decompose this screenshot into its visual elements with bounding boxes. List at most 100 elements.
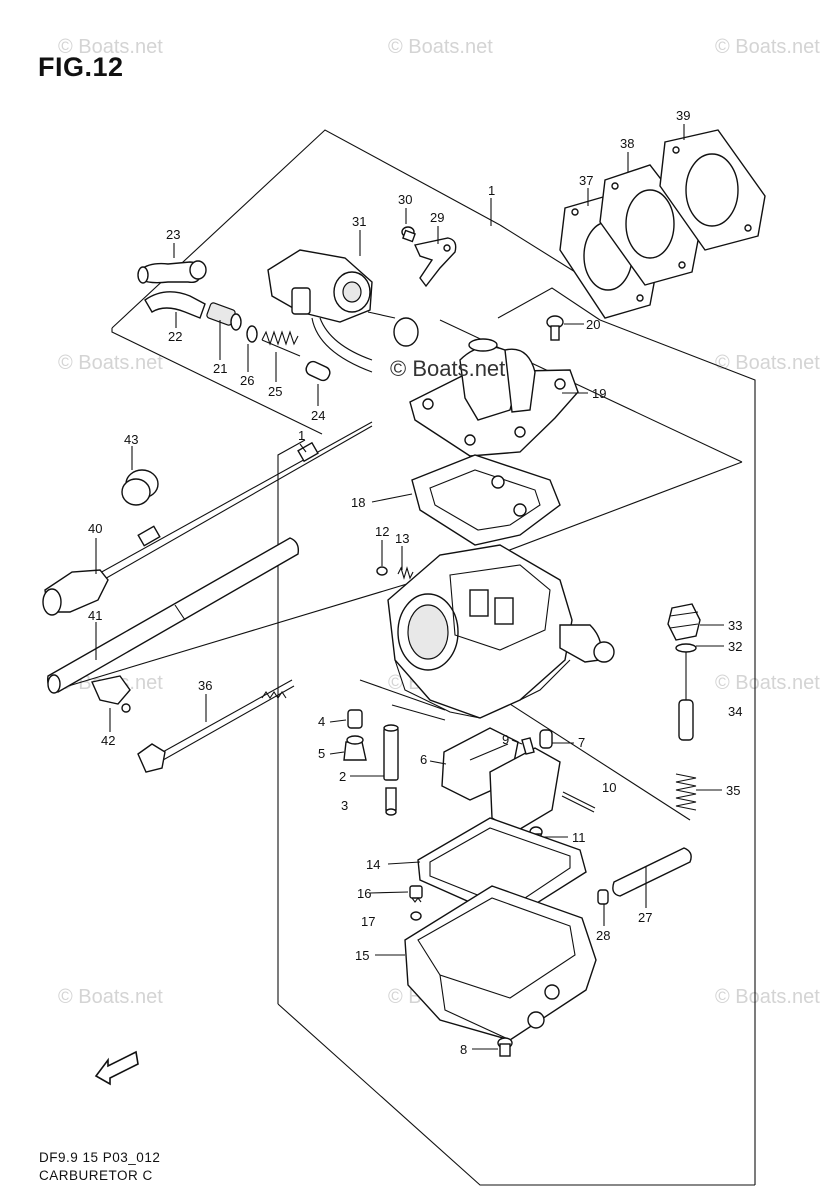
watermark: © Boats.net [58,986,163,1008]
part-gasket-39 [659,129,766,251]
part-float-6 [441,727,561,833]
callout-7: 7 [578,735,585,750]
part-cap-28 [597,889,609,905]
part-screw-12 [376,566,388,576]
watermark: © Boats.net [58,352,163,374]
callout-39: 39 [676,108,690,123]
callout-19: 19 [592,386,606,401]
callout-31: 31 [352,214,366,229]
figure-title: FIG.12 [38,52,124,82]
callout-1: 1 [488,183,495,198]
part-spring-35 [675,773,697,811]
callout-35: 35 [726,783,740,798]
part-hose-22 [144,291,206,319]
callout-16: 16 [357,886,371,901]
part-oring [393,317,419,347]
callout-30: 30 [398,192,412,207]
callout-22: 22 [168,329,182,344]
part-bracket-29 [414,237,457,288]
boundary-line [497,287,601,321]
callout-25: 25 [268,384,282,399]
watermark: © Boats.net [715,986,820,1008]
boundary-line [111,328,323,435]
leader-lines [95,124,724,1050]
callout-24: 24 [311,408,325,423]
callout-labels: 1 1 2 3 4 5 6 7 8 9 10 11 12 13 14 15 16… [88,108,742,1057]
part-spring-25 [261,330,301,357]
part-solenoid-31 [267,249,396,373]
callout-10: 10 [602,780,616,795]
callout-14: 14 [366,857,380,872]
forward-arrow-icon [94,1050,139,1086]
callout-37: 37 [579,173,593,188]
callout-17: 17 [361,914,375,929]
part-tube-27 [612,847,692,897]
part-float-bowl-15 [404,885,597,1041]
callout-28: 28 [596,928,610,943]
boundary-line [277,1003,755,1186]
part-oring-17 [410,911,422,921]
part-needle-7 [539,729,553,749]
part-fitting-21 [206,302,242,331]
part-cover-19 [409,338,579,457]
callout-32: 32 [728,639,742,654]
boundary-line [499,224,581,276]
part-pin-10 [562,791,596,809]
part-jet-5 [343,735,367,761]
watermark: © Boats.net [388,36,493,58]
callout-40: 40 [88,521,102,536]
callout-29: 29 [430,210,444,225]
watermark: © Boats.net [58,36,163,58]
callout-27: 27 [638,910,652,925]
part-screw-16 [409,885,423,903]
callout-6: 6 [420,752,427,767]
part-needle-9 [521,737,535,755]
part-choke-rod-40 [42,421,373,616]
part-pin-10 [561,795,595,813]
part-screw-8 [497,1037,513,1057]
callout-38: 38 [620,136,634,151]
boundary-line [391,704,446,721]
callout-5: 5 [318,746,325,761]
boundary-line [359,679,446,711]
callout-41: 41 [88,608,102,623]
callout-43: 43 [124,432,138,447]
callout-21: 21 [213,361,227,376]
part-screw-20 [546,315,564,341]
part-gasket-38 [599,164,701,286]
boundary-line [431,187,501,226]
part-oring-26 [246,325,258,343]
boundary-line [54,564,471,691]
callout-18: 18 [351,495,365,510]
callout-8: 8 [460,1042,467,1057]
callout-36: 36 [198,678,212,693]
footer-code: DF9.9 15 P03_012 [39,1150,161,1165]
callout-11: 11 [572,830,586,845]
callout-3: 3 [341,798,348,813]
boundary-line [277,439,306,1004]
callout-12: 12 [375,524,389,539]
watermark: © Boats.net [715,672,820,694]
part-pump-boot-33 [667,603,701,641]
callout-2: 2 [339,769,346,784]
watermark: © Boats.net [715,352,820,374]
callout-33: 33 [728,618,742,633]
part-carburetor-body [387,544,615,719]
boundary-line [599,319,756,1185]
callout-20: 20 [586,317,600,332]
part-screw-30 [401,226,416,243]
part-elbow-23 [137,260,207,284]
part-plunger-24 [305,360,331,382]
part-clip-32 [675,643,697,653]
boundary-line [469,461,743,566]
part-jet-3 [385,787,397,816]
part-spring-13 [397,566,414,580]
part-emulsion-tube-2 [383,724,399,781]
part-clip-42 [91,675,131,713]
part-gasket-14 [417,817,587,921]
part-gasket-18 [411,454,561,546]
callout-26: 26 [240,373,254,388]
callout-9: 9 [502,732,509,747]
